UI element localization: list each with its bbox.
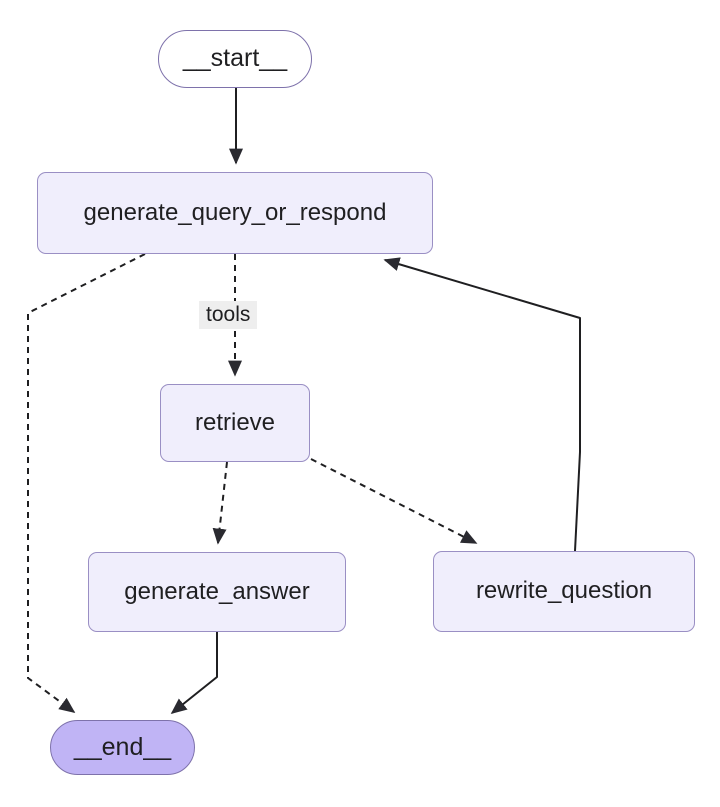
edge-retrieve-to-rewrite-question bbox=[310, 458, 478, 544]
node-generate-answer[interactable]: generate_answer bbox=[88, 552, 346, 632]
node-start-label: __start__ bbox=[182, 44, 288, 73]
node-end[interactable]: __end__ bbox=[50, 720, 195, 775]
edge-generate-query-or-respond-to-end bbox=[27, 253, 146, 713]
node-rewrite-question[interactable]: rewrite_question bbox=[433, 551, 695, 632]
node-start[interactable]: __start__ bbox=[158, 30, 312, 88]
node-generate-query-or-respond[interactable]: generate_query_or_respond bbox=[37, 172, 433, 254]
edge-generate-answer-to-end bbox=[170, 632, 218, 714]
edge-rewrite-question-to-generate-query-or-respond bbox=[383, 257, 581, 552]
edge-label-tools: tools bbox=[199, 301, 258, 330]
edge-retrieve-to-generate-answer bbox=[212, 461, 228, 545]
node-rewrite-question-label: rewrite_question bbox=[475, 577, 653, 605]
node-generate-query-or-respond-label: generate_query_or_respond bbox=[83, 198, 387, 226]
node-end-label: __end__ bbox=[73, 732, 172, 761]
node-retrieve-label: retrieve bbox=[194, 408, 276, 436]
node-retrieve[interactable]: retrieve bbox=[160, 384, 310, 462]
edge-label-tools-text: tools bbox=[206, 303, 251, 326]
node-generate-answer-label: generate_answer bbox=[124, 577, 310, 605]
